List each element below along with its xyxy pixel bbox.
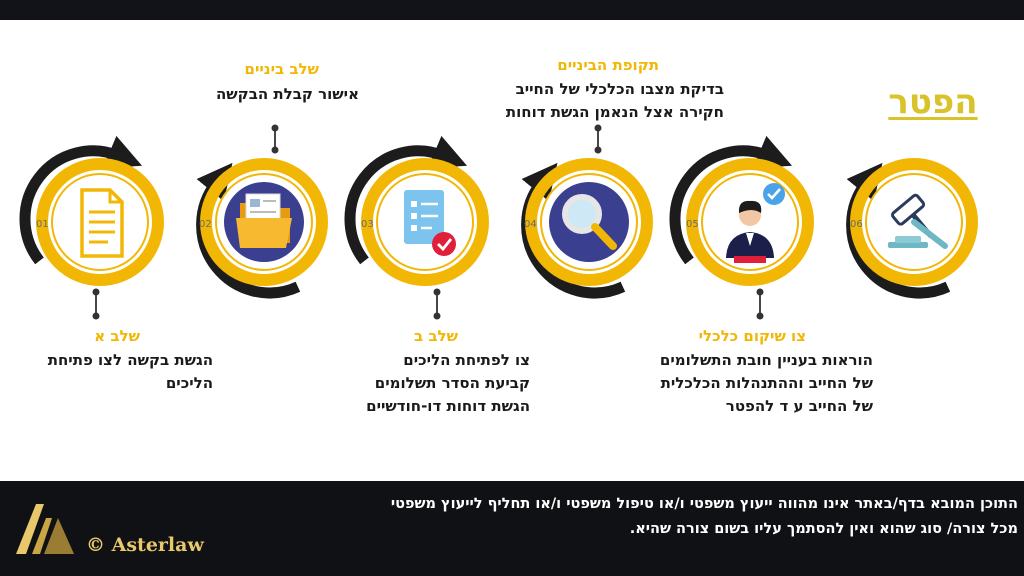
asterlaw-logo [16, 504, 74, 554]
footer [0, 481, 1024, 576]
step-number: 01 [36, 219, 49, 230]
legal-disclaimer: התוכן המובא בדף/באתר אינו מהווה ייעוץ מש… [390, 496, 1018, 537]
step-number: 03 [361, 219, 374, 230]
step-node-06: 06 [846, 158, 978, 299]
step-label-05: צו שיקום כלכלי [698, 327, 806, 345]
step-label-04: תקופת הביניים [557, 56, 659, 74]
step-node-03: 03 [344, 135, 489, 286]
process-diagram: 01 02 03 [19, 124, 978, 320]
brand-name: © Asterlaw [86, 534, 204, 556]
approved-person-icon [726, 183, 785, 263]
top-bar [0, 0, 1024, 20]
step-description-01: הגשת בקשה לצו פתיחת הליכים [47, 351, 213, 392]
gavel-icon [888, 193, 948, 249]
folder-icon [236, 193, 292, 248]
step-node-02: 02 [196, 158, 328, 299]
step-number: 04 [524, 219, 537, 230]
diagram-title: הפטר [888, 82, 978, 122]
step-number: 02 [199, 219, 212, 230]
step-label-02: שלב ביניים [244, 60, 319, 78]
step-node-01: 01 [19, 135, 164, 286]
step-description-05: הוראות בעניין חובת התשלומים של החייב והה… [659, 351, 873, 415]
connector-lines [92, 124, 764, 320]
document-icon [80, 188, 124, 258]
step-label-01: שלב א [94, 327, 140, 345]
step-description-04: בדיקת מצבו הכלכלי של החייב חקירה אצל הנא… [505, 80, 724, 121]
step-description-02: אישור קבלת הבקשה [215, 85, 359, 103]
step-label-03: שלב ב [414, 327, 458, 345]
step-node-05: 05 [669, 135, 814, 286]
step-description-03: צו לפתיחת הליכים קביעת הסדר תשלומים הגשת… [366, 351, 530, 415]
checklist-icon [404, 190, 456, 256]
step-number: 06 [850, 219, 863, 230]
magnifier-icon [562, 194, 617, 250]
step-node-04: 04 [521, 158, 653, 299]
step-number: 05 [686, 219, 699, 230]
